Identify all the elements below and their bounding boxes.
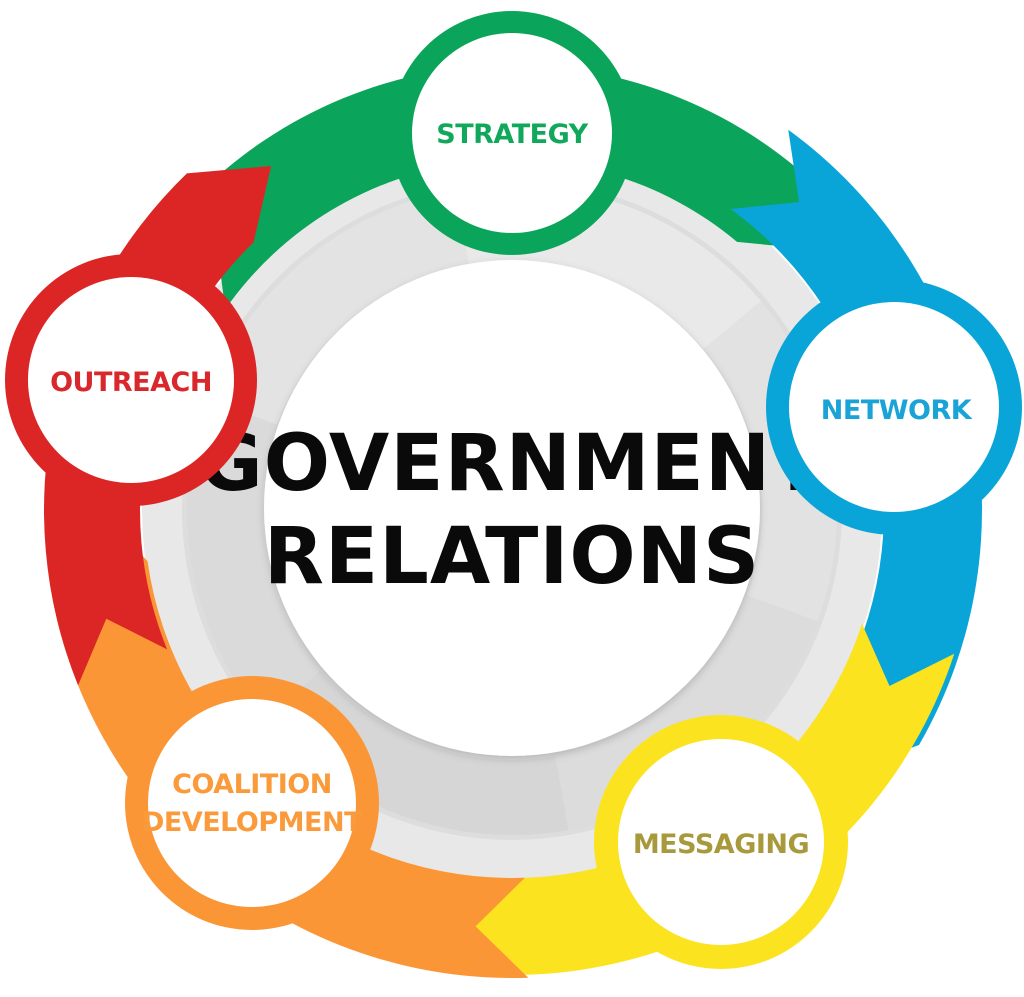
node-circles: STRATEGY NETWORK MESSAGING COALITION DEV… — [5, 11, 1022, 969]
node-strategy-inner — [412, 33, 612, 233]
node-coalition: COALITION DEVELOPMENT — [125, 676, 379, 930]
node-messaging-label: MESSAGING — [633, 829, 809, 860]
center-title-line-2: RELATIONS — [264, 512, 760, 602]
node-network: NETWORK — [766, 279, 1022, 535]
node-messaging: MESSAGING — [594, 715, 848, 969]
node-outreach-label: OUTREACH — [50, 367, 212, 398]
node-coalition-inner — [148, 699, 356, 907]
node-outreach-inner — [28, 277, 234, 483]
node-network-label: NETWORK — [821, 395, 973, 426]
node-network-inner — [789, 302, 999, 512]
node-strategy: STRATEGY — [390, 11, 634, 255]
center-title-line-1: GOVERNMENT — [199, 419, 826, 509]
node-outreach: OUTREACH — [5, 254, 257, 506]
node-coalition-label-line-1: COALITION — [172, 769, 332, 800]
green-arrow-icon — [147, 65, 812, 310]
ring-segment — [187, 398, 321, 719]
node-strategy-label: STRATEGY — [436, 119, 588, 150]
node-coalition-label-line-2: DEVELOPMENT — [142, 807, 363, 838]
node-messaging-inner — [618, 739, 824, 945]
center-circle — [264, 260, 760, 756]
ring-segment — [206, 189, 469, 425]
